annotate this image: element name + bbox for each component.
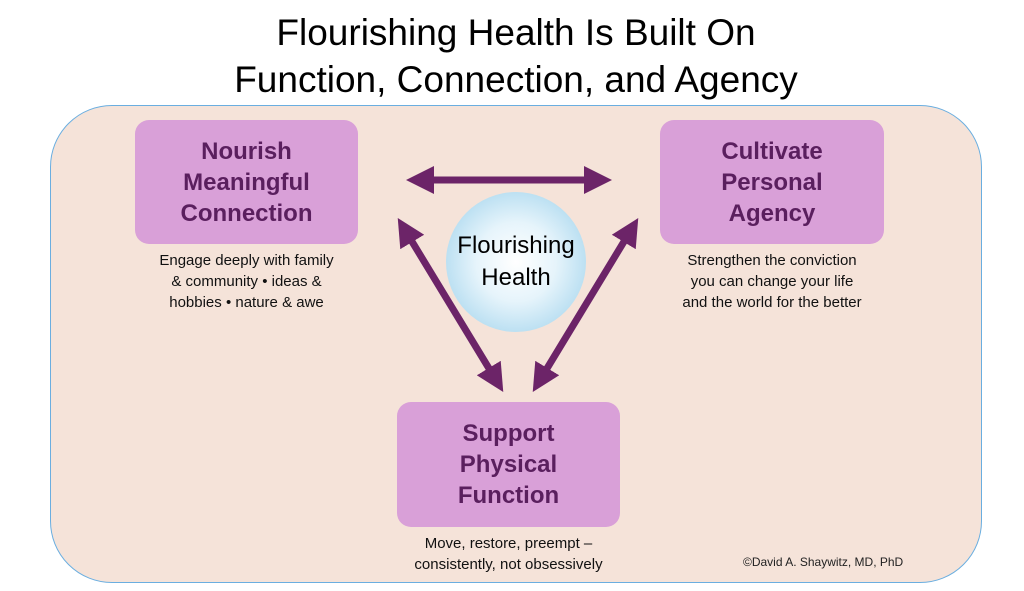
box-label: Cultivate [721, 137, 823, 165]
box-label: Connection [180, 199, 313, 227]
desc-line: Move, restore, preempt – [424, 535, 593, 552]
arrow-connection-function [397, 218, 504, 392]
box-label: Agency [728, 199, 816, 227]
desc-connection: Engage deeply with family & community • i… [110, 250, 383, 313]
box-label: Personal [721, 168, 823, 196]
box-label: Function [457, 482, 560, 509]
desc-line: Strengthen the conviction [687, 252, 857, 269]
desc-function: Move, restore, preempt – consistently, no… [370, 533, 647, 575]
desc-line: Engage deeply with family [159, 252, 334, 269]
desc-line: hobbies • nature & awe [169, 294, 324, 311]
desc-line: & community • ideas & [171, 273, 322, 290]
center-line-1: Flourishing [457, 232, 575, 259]
title-line-1: Flourishing Health Is Built On [276, 12, 756, 53]
title-line-2: Function, Connection, and Agency [234, 59, 798, 100]
desc-line: you can change your life [690, 273, 854, 290]
box-label: Nourish [201, 137, 292, 165]
copyright-credit: ©David A. Shaywitz, MD, PhD [743, 555, 904, 569]
desc-line: and the world for the better [682, 294, 862, 311]
box-label: Physical [459, 451, 558, 478]
center-line-2: Health [481, 264, 551, 291]
box-label: Meaningful [183, 168, 310, 196]
desc-agency: Strengthen the conviction you can change … [632, 250, 912, 313]
desc-line: consistently, not obsessively [414, 556, 603, 573]
arrow-agency-function [532, 218, 639, 392]
box-label: Support [462, 420, 555, 447]
